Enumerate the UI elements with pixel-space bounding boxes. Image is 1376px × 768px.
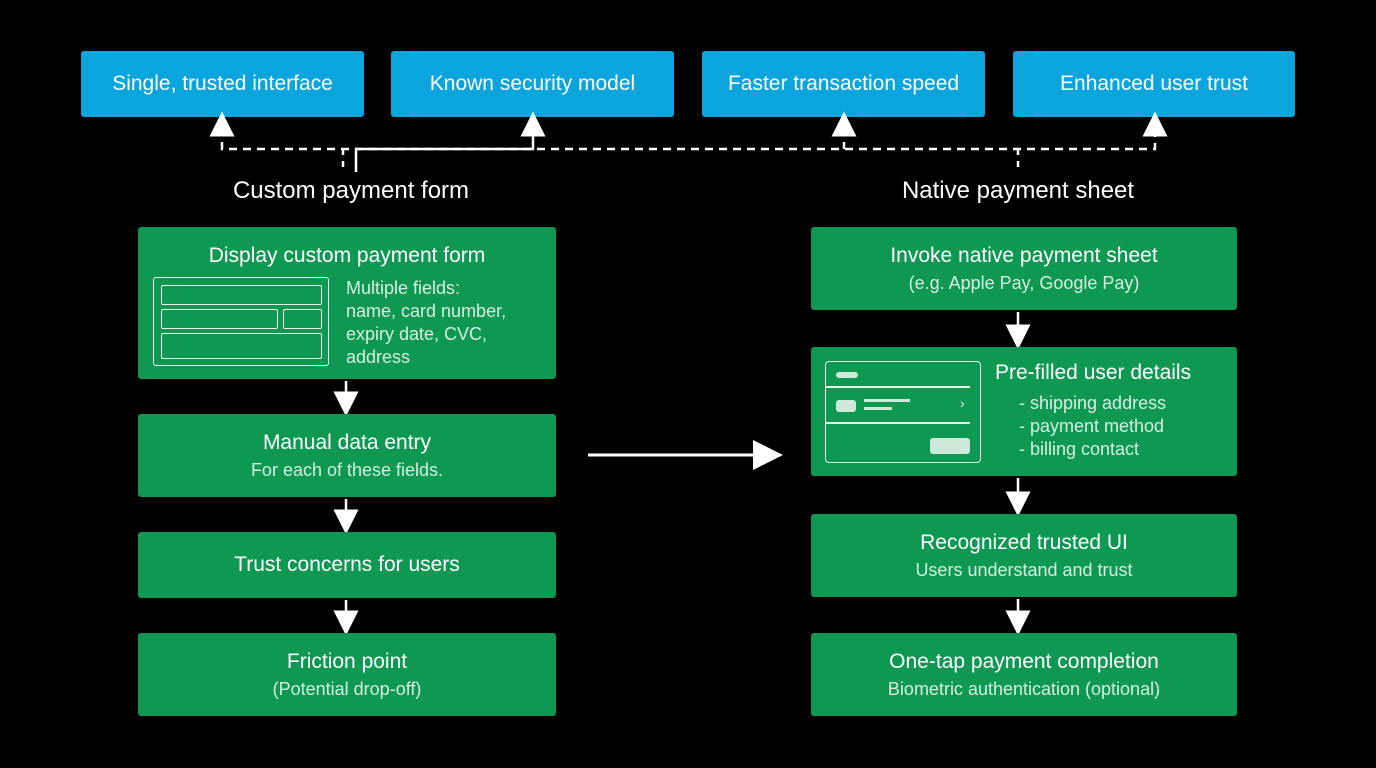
invoke-native-sheet-subtitle: (e.g. Apple Pay, Google Pay): [908, 273, 1140, 293]
manual-data-entry-subtitle: For each of these fields.: [250, 460, 444, 480]
native-payment-sheet-title: Native payment sheet: [901, 177, 1135, 204]
recognized-trusted-ui-box: Recognized trusted UI Users understand a…: [811, 514, 1237, 597]
invoke-native-sheet-box: Invoke native payment sheet (e.g. Apple …: [811, 227, 1237, 310]
recognized-trusted-ui-subtitle: Users understand and trust: [915, 560, 1133, 580]
display-custom-form-box: Display custom payment form Multiple fie…: [138, 227, 556, 379]
one-tap-payment-subtitle: Biometric authentication (optional): [887, 679, 1161, 699]
form-fields-list: Multiple fields: name, card number, expi…: [346, 278, 507, 367]
trust-concerns-title: Trust concerns for users: [234, 553, 460, 576]
display-custom-form-title: Display custom payment form: [208, 244, 486, 267]
invoke-native-sheet-title: Invoke native payment sheet: [890, 244, 1158, 267]
one-tap-payment-box: One-tap payment completion Biometric aut…: [811, 633, 1237, 716]
benefit-enhanced-user-trust: Enhanced user trust: [1013, 51, 1295, 117]
custom-payment-form-title: Custom payment form: [232, 177, 470, 204]
friction-point-title: Friction point: [286, 650, 408, 673]
solid-connector: [354, 128, 535, 172]
manual-data-entry-box: Manual data entry For each of these fiel…: [138, 414, 556, 497]
friction-point-box: Friction point (Potential drop-off): [138, 633, 556, 716]
prefilled-details-box: › Pre-filled user details - shipping add…: [811, 347, 1237, 476]
benefit-single-trusted-interface: Single, trusted interface: [81, 51, 364, 117]
payment-sheet-icon: ›: [825, 361, 981, 463]
benefit-known-security-model: Known security model: [391, 51, 674, 117]
manual-data-entry-title: Manual data entry: [262, 431, 432, 454]
recognized-trusted-ui-title: Recognized trusted UI: [920, 531, 1128, 554]
benefit-faster-transaction-speed: Faster transaction speed: [702, 51, 985, 117]
one-tap-payment-title: One-tap payment completion: [889, 650, 1159, 673]
trust-concerns-box: Trust concerns for users: [138, 532, 556, 598]
friction-point-subtitle: (Potential drop-off): [272, 679, 422, 699]
form-fields-icon: [153, 277, 329, 366]
prefilled-details-title: Pre-filled user details: [995, 361, 1192, 384]
dashed-connector: [220, 128, 1157, 151]
prefilled-details-list: - shipping address - payment method - bi…: [1019, 393, 1167, 459]
